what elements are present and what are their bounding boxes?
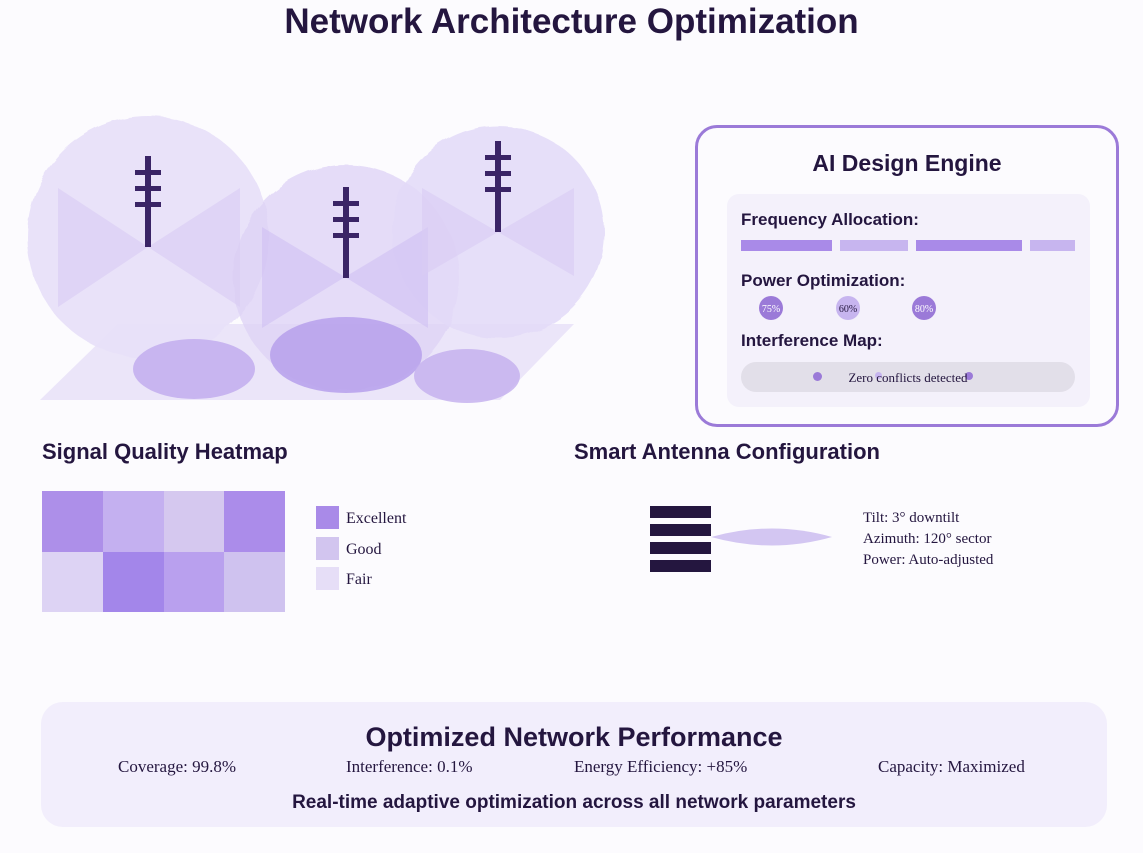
performance-title: Optimized Network Performance	[365, 722, 783, 752]
frequency-band-3	[916, 240, 1022, 251]
metric-capacity: Capacity: Maximized	[878, 757, 1025, 776]
heatmap-cell	[42, 552, 103, 612]
sector-beam-2b	[345, 227, 428, 328]
tower-1	[135, 156, 161, 247]
antenna-azimuth: Azimuth: 120° sector	[863, 531, 992, 547]
performance-subtitle: Real-time adaptive optimization across a…	[292, 792, 856, 813]
sector-beam-1b	[148, 188, 240, 307]
interference-dot-2	[875, 372, 882, 379]
power-level-1: 75%	[759, 296, 783, 320]
antenna-panel	[650, 506, 711, 572]
interference-status: Zero conflicts detected	[848, 370, 968, 385]
power-level-2: 60%	[836, 296, 860, 320]
interference-map-bar	[741, 362, 1075, 392]
legend-label-fair: Fair	[346, 571, 372, 588]
interference-dot-1	[813, 372, 822, 381]
tower-2	[333, 187, 359, 278]
metric-energy-efficiency: Energy Efficiency: +85%	[574, 757, 748, 776]
interference-dot-3	[965, 372, 973, 380]
antenna-beam	[711, 528, 832, 546]
antenna-title: Smart Antenna Configuration	[574, 439, 880, 464]
heatmap-cell	[164, 552, 224, 612]
footprint-1	[133, 339, 255, 399]
metric-coverage: Coverage: 99.8%	[118, 757, 237, 776]
heatmap-cell	[103, 552, 164, 612]
footprint-2	[270, 317, 422, 393]
heatmap-cell	[42, 491, 103, 552]
sector-beam-2	[262, 227, 345, 328]
ai-engine-title: AI Design Engine	[812, 150, 1002, 176]
antenna-tilt: Tilt: 3° downtilt	[863, 510, 960, 526]
interference-map-label: Interference Map:	[741, 331, 883, 350]
signal-heatmap	[42, 491, 285, 612]
tower-3	[485, 141, 511, 232]
sector-beam-3b	[498, 188, 574, 276]
frequency-band-4	[1030, 240, 1075, 251]
metric-interference: Interference: 0.1%	[346, 757, 473, 776]
legend-label-excellent: Excellent	[346, 510, 407, 527]
frequency-allocation-label: Frequency Allocation:	[741, 210, 919, 229]
heatmap-cell	[224, 552, 285, 612]
frequency-band-1	[741, 240, 832, 251]
legend-swatch-excellent	[316, 506, 339, 529]
heatmap-cell	[224, 491, 285, 552]
frequency-band-2	[840, 240, 908, 251]
antenna-power: Power: Auto-adjusted	[863, 552, 994, 568]
legend-label-good: Good	[346, 541, 382, 558]
sector-beam-3	[422, 188, 498, 276]
heatmap-title: Signal Quality Heatmap	[42, 439, 288, 464]
performance-panel	[41, 702, 1107, 827]
footprint-3	[414, 349, 520, 403]
heatmap-cell	[103, 491, 164, 552]
power-optimization-label: Power Optimization:	[741, 271, 906, 290]
power-level-3: 80%	[912, 296, 936, 320]
sector-beam-1	[58, 188, 148, 307]
legend-swatch-good	[316, 537, 339, 560]
antenna-details: Tilt: 3° downtilt Azimuth: 120° sector P…	[863, 508, 993, 571]
heatmap-cell	[164, 491, 224, 552]
page-title: Network Architecture Optimization	[284, 2, 859, 41]
legend-swatch-fair	[316, 567, 339, 590]
